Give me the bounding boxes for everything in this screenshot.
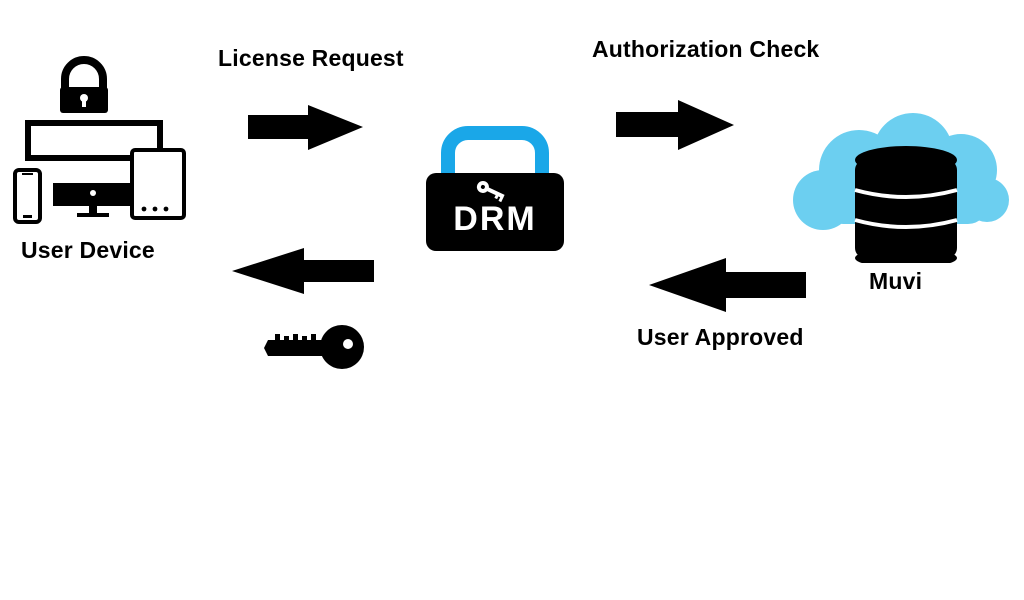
phone-icon xyxy=(13,168,42,224)
arrow-right-authorization-check xyxy=(616,100,734,150)
label-license-request: License Request xyxy=(218,45,404,71)
drm-key-icon xyxy=(476,180,505,203)
arrow-left-license-return xyxy=(232,248,374,294)
tablet-icon xyxy=(130,148,186,220)
cloud-database-icon xyxy=(793,108,1013,263)
desktop-monitor-icon xyxy=(53,183,133,217)
lock-icon xyxy=(60,56,108,113)
label-user-approved: User Approved xyxy=(637,324,804,350)
label-user-device: User Device xyxy=(21,237,155,263)
arrow-right-license-request xyxy=(248,105,363,150)
devices-icon xyxy=(10,55,190,225)
key-icon xyxy=(262,322,367,372)
label-authorization-check: Authorization Check xyxy=(592,36,820,62)
database-icon xyxy=(854,146,958,263)
drm-lock-icon: DRM xyxy=(420,115,570,255)
drm-badge-text: DRM xyxy=(453,200,536,238)
arrow-left-user-approved xyxy=(649,258,806,312)
label-muvi: Muvi xyxy=(869,268,923,294)
